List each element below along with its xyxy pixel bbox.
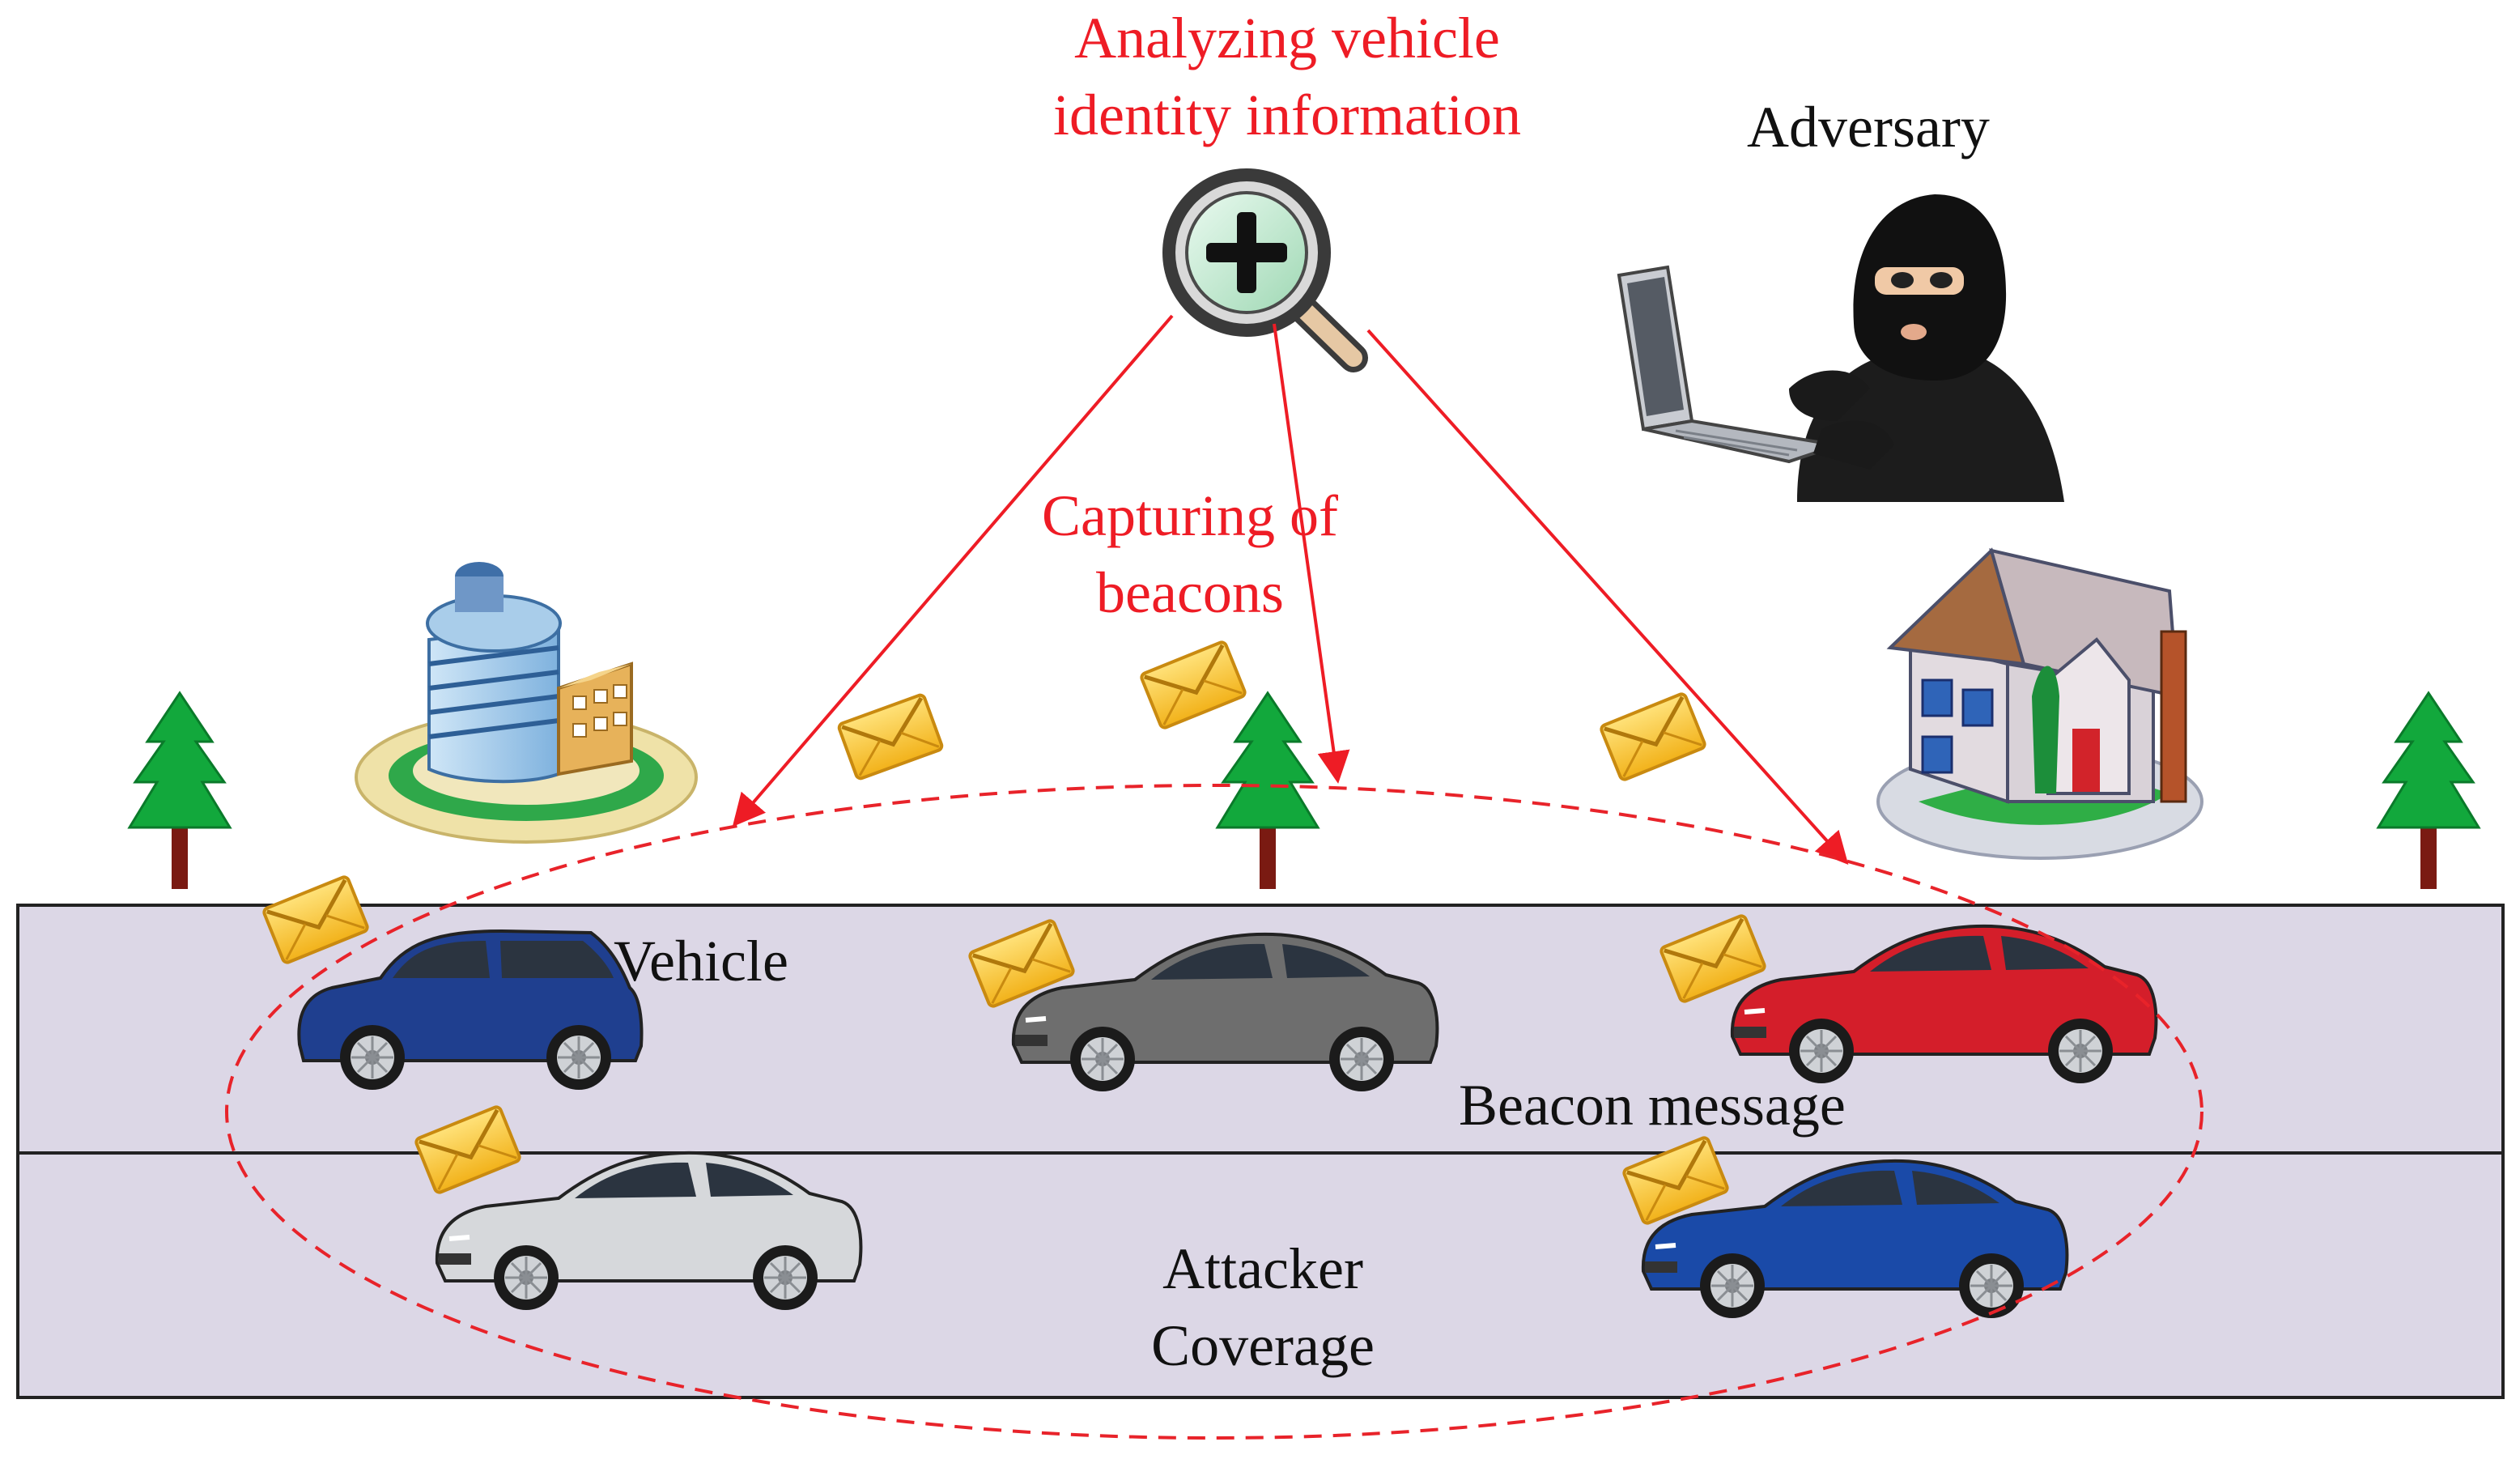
office-building-icon xyxy=(355,562,698,844)
pine-tree-icon xyxy=(2377,691,2480,891)
analysis-label: Analyzing vehicle identity information xyxy=(963,0,1611,154)
magnifier-plus-icon xyxy=(1162,168,1368,372)
capture-arrows xyxy=(732,314,1849,865)
envelope-icon xyxy=(1141,641,1247,730)
arrow-to-right xyxy=(1366,329,1849,865)
coverage-ellipse xyxy=(225,784,2203,1440)
attacker-coverage-label: Attacker Coverage xyxy=(1060,1231,1465,1385)
analysis-label-line1: Analyzing vehicle xyxy=(1074,6,1500,70)
pine-tree-icon xyxy=(1216,691,1319,891)
beacon-message-label: Beacon message xyxy=(1459,1073,1846,1138)
envelope-icon xyxy=(1600,693,1706,781)
analysis-label-line2: identity information xyxy=(1053,83,1521,148)
coverage-label-line1: Attacker xyxy=(1162,1236,1363,1301)
house-icon xyxy=(1876,547,2203,860)
arrow-to-left xyxy=(732,314,1174,827)
coverage-label-line2: Coverage xyxy=(1151,1313,1375,1379)
pine-tree-icon xyxy=(128,691,232,891)
capturing-label: Capturing of beacons xyxy=(988,478,1392,632)
adversary-label: Adversary xyxy=(1747,95,1990,160)
arrow-to-center xyxy=(1273,323,1350,784)
capturing-label-line1: Capturing of xyxy=(1042,483,1338,548)
envelope-icon xyxy=(838,694,943,780)
vehicle-label: Vehicle xyxy=(614,929,788,993)
hacker-with-laptop-icon xyxy=(1617,194,2064,502)
capturing-label-line2: beacons xyxy=(1096,560,1284,626)
